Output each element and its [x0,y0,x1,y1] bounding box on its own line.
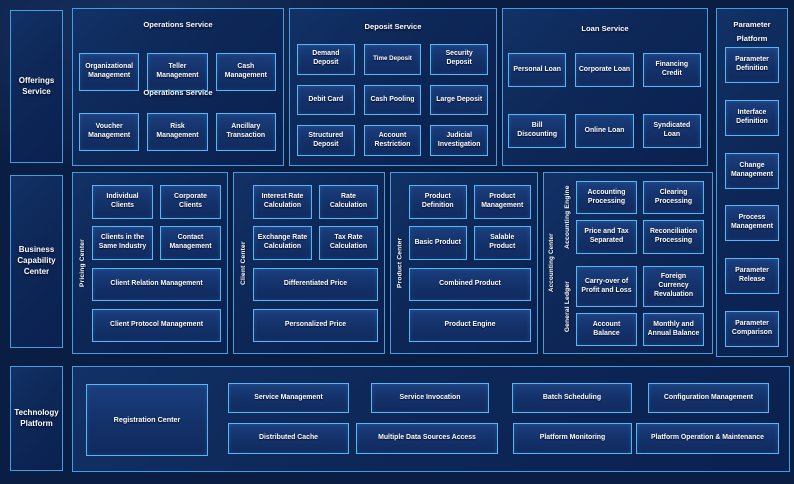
client-center-box: Rate Calculation [319,185,378,219]
technology-box: Multiple Data Sources Access [356,423,498,454]
parameter-box: Interface Definition [725,99,779,136]
technology-box: Distributed Cache [228,423,349,454]
client-center-box: Personalized Price [253,309,378,342]
operations-box: Ancillary Transaction [215,113,276,151]
parameter-platform-group: Parameter Platform Parameter Definition … [716,8,788,357]
operations-box: Organizational Management [79,53,140,91]
loan-box: Syndicated Loan [642,114,701,148]
technology-platform-rail-label: Technology Platform [10,366,63,471]
accounting-engine-box: Price and Tax Separated [576,220,637,254]
accounting-center-group: Accounting Center Accounting Engine Acco… [543,172,713,354]
deposit-box: Time Deposit [363,44,422,75]
deposit-box: Security Deposit [430,44,488,75]
general-ledger-box: Carry-over of Profit and Loss [576,265,637,308]
loan-service-title: Loan Service [581,24,629,33]
parameter-box: Process Management [725,205,779,242]
loan-box: Corporate Loan [575,53,634,87]
operations-service-group: Operations Service Organizational Manage… [72,8,284,166]
product-center-content: Product Definition Product Management Ba… [409,185,531,344]
product-center-box: Combined Product [409,268,531,301]
technology-platform-group: Registration Center Service Management D… [72,366,790,472]
accounting-engine-vertical-label: Accounting Engine [564,185,571,250]
parameter-platform-list: Parameter Definition Interface Definitio… [725,47,779,347]
general-ledger-section: General Ledger Carry-over of Profit and … [559,265,704,346]
technology-box: Configuration Management [648,383,769,413]
product-center-group: Product Center Product Definition Produc… [390,172,538,354]
product-center-box: Product Management [473,185,531,219]
parameter-box: Parameter Release [725,258,779,295]
client-center-vertical-label: Client Center [240,241,247,285]
operations-box: Teller Management [147,53,208,91]
accounting-center-vertical-label: Accounting Center [548,233,555,293]
pricing-center-box: Client Relation Management [92,268,221,301]
operations-service-stray-label: Operations Service [143,88,213,97]
general-ledger-vertical-label: General Ledger [564,280,571,332]
technology-box: Service Management [228,383,349,413]
deposit-box: Demand Deposit [297,44,355,75]
accounting-center-content: Accounting Engine Accounting Processing … [559,181,704,346]
pricing-center-box: Individual Clients [92,185,153,219]
operations-box: Risk Management [147,113,208,151]
pricing-center-vertical-label: Pricing Center [79,239,86,287]
loan-service-group: Loan Service Personal Loan Corporate Loa… [502,8,708,166]
operations-box: Voucher Management [79,113,140,151]
deposit-box: Structured Deposit [297,125,355,156]
parameter-box: Change Management [725,152,779,189]
parameter-box: Parameter Comparison [725,310,779,347]
product-center-box: Product Definition [409,185,467,219]
deposit-box: Cash Pooling [363,84,422,116]
pricing-center-box: Clients in the Same Industry [92,226,153,260]
technology-box: Batch Scheduling [512,383,632,413]
loan-box: Financing Credit [642,53,701,87]
product-center-vertical-label: Product Center [396,237,404,289]
accounting-engine-section: Accounting Engine Accounting Processing … [559,181,704,254]
deposit-service-group: Deposit Service Demand Deposit Time Depo… [289,8,497,166]
business-capability-rail-label: Business Capability Center [10,175,63,348]
operations-service-title: Operations Service [143,20,213,29]
operations-box: Cash Management [215,53,276,91]
accounting-engine-box: Reconciliation Processing [643,220,704,254]
loan-box: Online Loan [575,114,634,148]
client-center-group: Client Center Interest Rate Calculation … [233,172,385,354]
client-center-box: Exchange Rate Calculation [253,226,312,260]
deposit-box: Large Deposit [430,84,488,116]
parameter-platform-title: Parameter Platform [733,20,771,43]
general-ledger-box: Foreign Currency Revaluation [643,265,704,308]
client-center-content: Interest Rate Calculation Rate Calculati… [253,185,378,344]
loan-row-1: Personal Loan Corporate Loan Financing C… [508,53,701,87]
client-center-box: Differentiated Price [253,268,378,301]
offerings-service-rail-label: Offerings Service [10,10,63,163]
client-center-box: Tax Rate Calculation [319,226,378,260]
operations-row-2: Voucher Management Risk Management Ancil… [79,113,276,151]
product-center-box: Salable Product [473,226,531,260]
technology-box: Platform Monitoring [513,423,632,454]
deposit-grid: Demand Deposit Time Deposit Security Dep… [297,44,488,156]
deposit-box: Judicial Investigation [430,125,488,156]
deposit-service-title: Deposit Service [364,22,422,31]
deposit-box: Debit Card [297,84,355,116]
technology-box: Service Invocation [371,383,489,413]
pricing-center-box: Client Protocol Management [92,309,221,342]
accounting-engine-box: Clearing Processing [643,181,704,215]
loan-box: Personal Loan [508,53,567,87]
parameter-box: Parameter Definition [725,47,779,83]
pricing-center-content: Individual Clients Corporate Clients Cli… [92,185,221,344]
client-center-box: Interest Rate Calculation [253,185,312,219]
pricing-center-group: Pricing Center Individual Clients Corpor… [72,172,228,354]
product-center-box: Basic Product [409,226,467,260]
registration-center-box: Registration Center [86,384,208,456]
pricing-center-box: Contact Management [160,226,221,260]
accounting-engine-box: Accounting Processing [576,181,637,215]
loan-box: Bill Discounting [508,114,567,148]
general-ledger-box: Account Balance [576,313,637,346]
loan-row-2: Bill Discounting Online Loan Syndicated … [508,114,701,148]
pricing-center-box: Corporate Clients [160,185,221,219]
product-center-box: Product Engine [409,309,531,342]
deposit-box: Account Restriction [363,125,422,156]
technology-box: Platform Operation & Maintenance [636,423,779,454]
general-ledger-box: Monthly and Annual Balance [643,313,704,346]
operations-row-1: Organizational Management Teller Managem… [79,53,276,91]
